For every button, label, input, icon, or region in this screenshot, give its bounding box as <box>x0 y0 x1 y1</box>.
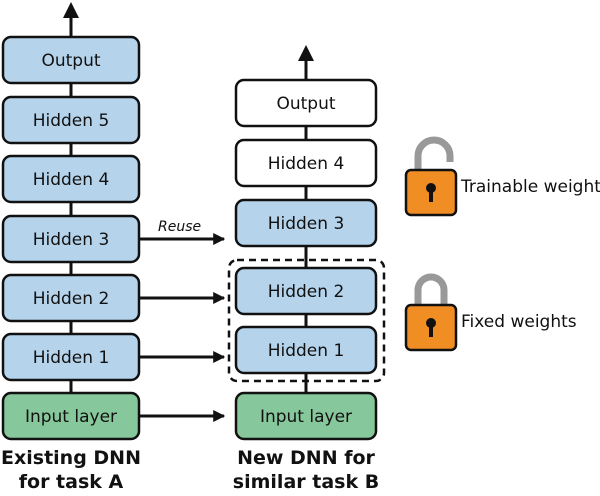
trainable-weights-label: Trainable weights <box>460 177 600 197</box>
network-a-input-label: Input layer <box>25 407 117 427</box>
reuse-label: Reuse <box>158 219 201 235</box>
network-a-hidden3-box: Hidden 3 <box>1 214 141 264</box>
network-b-input-label: Input layer <box>260 407 352 427</box>
network-a-hidden3-label: Hidden 3 <box>33 230 110 250</box>
network-b-hidden2-label: Hidden 2 <box>268 282 345 302</box>
frozen-layers-region <box>227 258 386 383</box>
network-b-caption-line1: New DNN for <box>237 447 375 469</box>
fixed-weights-label: Fixed weights <box>461 312 577 332</box>
network-a-output-arrow <box>63 2 79 18</box>
network-b-output-arrow <box>298 45 314 61</box>
network-b-hidden2-box: Hidden 2 <box>234 266 378 316</box>
network-a-hidden1-label: Hidden 1 <box>33 348 110 368</box>
network-b-hidden1-box: Hidden 1 <box>234 325 378 375</box>
network-a-caption-line2: for task A <box>19 471 124 493</box>
network-b-hidden4-box: Hidden 4 <box>234 138 378 188</box>
network-b-hidden1-label: Hidden 1 <box>268 341 345 361</box>
network-a-hidden2-label: Hidden 2 <box>33 289 110 309</box>
unlocked-padlock-icon <box>404 136 458 217</box>
network-a-hidden5-box: Hidden 5 <box>1 95 141 145</box>
network-b-output-label: Output <box>276 94 335 114</box>
network-a-hidden5-label: Hidden 5 <box>33 111 110 131</box>
network-b-hidden4-label: Hidden 4 <box>268 154 345 174</box>
network-a-hidden1-box: Hidden 1 <box>1 332 141 382</box>
network-a-caption-line1: Existing DNN <box>1 447 141 469</box>
network-b-caption-line2: similar task B <box>233 471 379 493</box>
network-a-output-label: Output <box>41 51 100 71</box>
network-a-output-box: Output <box>1 35 141 85</box>
network-a-input-box: Input layer <box>1 391 141 441</box>
network-b-input-box: Input layer <box>234 391 378 441</box>
network-b-hidden3-box: Hidden 3 <box>234 198 378 248</box>
network-b-hidden3-label: Hidden 3 <box>268 214 345 234</box>
network-b-output-box: Output <box>234 78 378 128</box>
network-a-hidden4-label: Hidden 4 <box>33 170 110 190</box>
network-a-hidden2-box: Hidden 2 <box>1 273 141 323</box>
locked-padlock-icon <box>404 273 458 352</box>
network-a-hidden4-box: Hidden 4 <box>1 154 141 204</box>
